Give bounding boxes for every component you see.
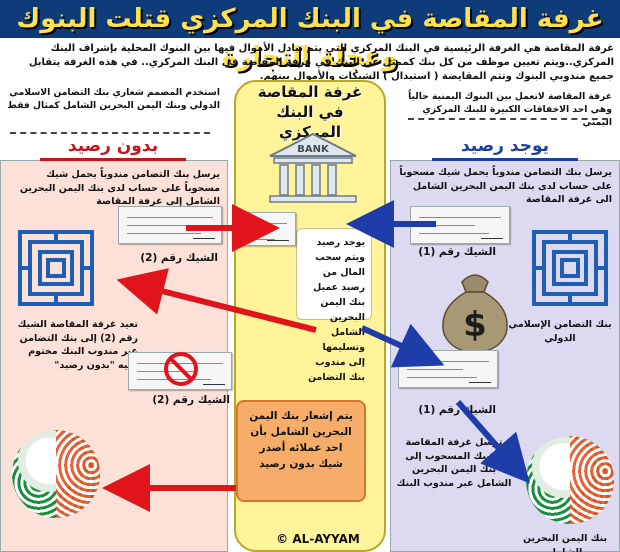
right-cheque-bottom [398,350,498,388]
note-right-dashed-line [408,118,608,120]
yemen-bahrain-bank-logo-left [12,430,100,518]
no-balance-underline [40,158,186,161]
right-bank-bottom-name: بنك اليمن البحرين الشامل [522,533,608,552]
center-cheque-image [240,212,296,246]
left-cheque-label-bottom: الشيك رقم (2) [152,394,230,406]
right-cheque-top [410,206,510,244]
note-logo-disclaimer: استخدم المصمم شعاري بنك التضامن الاسلامي… [7,87,220,111]
page-title: غرفة المقاصة في البنك المركزي قتلت البنو… [0,0,620,72]
notice-no-balance-box: يتم إشعار بنك اليمن البحرين الشامل بأن ا… [236,400,366,502]
copyright-credit: © AL-AYYAM [276,532,360,546]
right-cheque-label-bottom: الشيك رقم (1) [418,404,496,416]
no-entry-icon [164,352,198,386]
clearing-room-title: غرفة المقاصة في البنك المركزي [257,83,363,141]
no-balance-header: بدون رصيد [67,136,159,156]
right-bank-top-name: بنك التضامن الإسلامي الدولي [508,319,612,344]
note-left-dashed-line [10,132,210,134]
left-return-text: تعيد غرفة المقاصة الشيك رقم (2) إلى بنك … [17,319,138,371]
bank-icon-label: BANK [297,144,330,155]
right-cheque-label-top: الشيك رقم (1) [418,246,496,258]
note-clearing-not-working: غرفة المقاصة لاتعمل بين البنوك اليمنية ح… [408,91,612,128]
tadhamon-bank-logo-left [18,230,94,306]
right-send-text: يرسل بنك التضامن مندوباً يحمل شيك مسحوبا… [399,167,612,205]
svg-text:$: $ [463,305,487,345]
center-balance-explanation: يوجد رصيد ويتم سحب المال من رصيد عميل بن… [296,228,372,383]
left-send-text: يرسل بنك التضامن مندوباً يحمل شيك مسحوبا… [19,169,220,207]
left-cheque-label-top: الشيك رقم (2) [140,252,218,264]
right-forward-text: ترسل غرفة المقاصة الشيك المسحوب إلى بنك … [396,437,512,489]
money-bag-icon: $ [442,274,508,353]
has-balance-header: يوجد رصيد [460,136,549,156]
central-bank-building-icon: BANK [258,130,368,210]
yemen-bahrain-bank-logo-right [526,436,614,524]
intro-paragraph: غرفة المقاصة هي الغرفة الرئيسية في البنك… [28,43,614,82]
tadhamon-bank-logo-right [532,230,608,306]
has-balance-underline [432,158,578,161]
left-cheque-top [118,206,222,244]
